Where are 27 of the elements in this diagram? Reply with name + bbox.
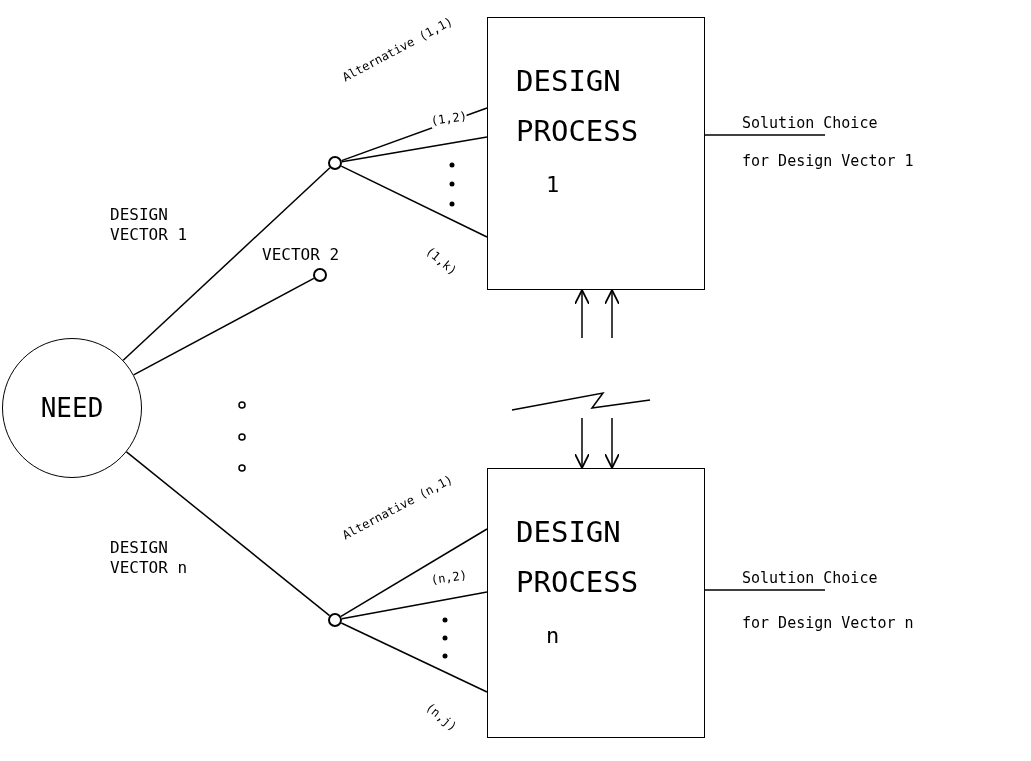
process-box	[487, 468, 705, 738]
process-number: 1	[545, 171, 560, 199]
connector-line	[340, 528, 488, 618]
connector-line	[125, 451, 331, 617]
connector-line	[132, 277, 315, 376]
process-title: DESIGN PROCESS	[516, 514, 640, 601]
arrow	[574, 417, 590, 469]
output-label: for Design Vector 1	[742, 151, 914, 172]
output-label: for Design Vector n	[742, 613, 914, 634]
node-label: NEED	[40, 391, 104, 425]
connector-line	[704, 589, 826, 591]
connector-line	[340, 165, 488, 238]
output-label: Solution Choice	[742, 568, 878, 589]
arrow	[574, 289, 590, 339]
process-box	[487, 17, 705, 290]
arrow	[604, 289, 620, 339]
output-label: Solution Choice	[742, 113, 878, 134]
connector-line	[122, 167, 331, 362]
connector-line	[340, 622, 488, 693]
process-title: DESIGN PROCESS	[516, 63, 640, 150]
connector-line	[341, 591, 488, 620]
connector-line	[341, 136, 488, 163]
edge-label: (n,2)	[430, 567, 468, 588]
connector-line	[704, 134, 826, 136]
edge-label: (1,2)	[430, 108, 468, 129]
arrow	[604, 417, 620, 469]
process-number: n	[545, 622, 560, 650]
